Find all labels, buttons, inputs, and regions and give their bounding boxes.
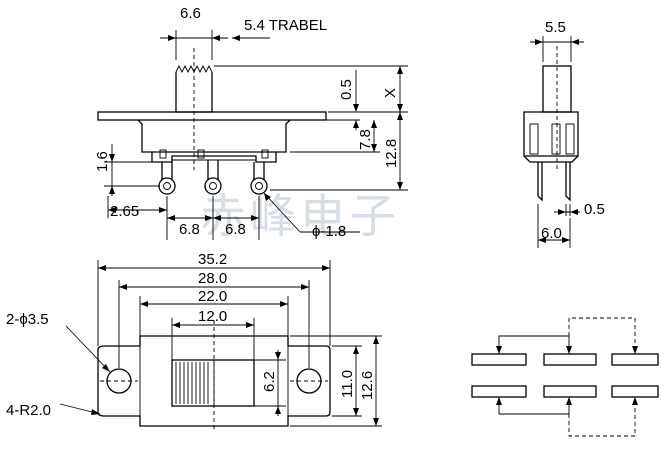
dim-total-height: 12.8 xyxy=(383,139,400,168)
dim-window-length: 12.0 xyxy=(198,308,227,325)
dim-overall-length: 35.2 xyxy=(198,251,227,268)
pad-top-left xyxy=(471,353,527,366)
side-view-dimensions: 5.5 0.5 6.0 xyxy=(530,19,605,248)
front-view-dimensions: 6.6 5.4 TRABEL 0.5 X 7.8 12.8 xyxy=(94,5,408,240)
dim-side-thickness: 0.5 xyxy=(584,201,605,218)
dim-side-pin-span: 6.0 xyxy=(541,225,562,242)
dim-pitch-2: 6.8 xyxy=(225,221,246,238)
dim-side-knob: 5.5 xyxy=(545,19,566,36)
pad-bottom-middle xyxy=(543,385,597,398)
dim-hole: ϕ-1.8 xyxy=(312,223,346,240)
dim-width: 6.6 xyxy=(180,5,201,22)
side-view xyxy=(523,46,579,202)
dim-x: X xyxy=(382,88,399,98)
dim-body-height-bottom: 11.0 xyxy=(339,370,356,398)
dim-total-height-bottom: 12.6 xyxy=(359,371,376,400)
dim-knob-gap: 0.5 xyxy=(338,79,355,100)
dim-body-length: 22.0 xyxy=(198,288,227,305)
dim-pin-height: 1.6 xyxy=(94,151,111,172)
circuit-diagram xyxy=(471,317,659,437)
pad-bottom-right xyxy=(611,385,659,398)
front-view xyxy=(97,48,327,195)
dim-travel: 5.4 TRABEL xyxy=(244,17,327,34)
pad-top-middle xyxy=(543,353,597,366)
dim-body-height: 7.8 xyxy=(357,129,374,150)
bottom-view xyxy=(97,320,331,430)
dim-corner-radius: 4-R2.0 xyxy=(6,402,51,419)
watermark-text: 赤峰电子 xyxy=(200,189,400,243)
dim-holes: 2-ϕ3.5 xyxy=(6,311,49,328)
dim-hole-pitch: 28.0 xyxy=(198,270,227,287)
pad-top-right xyxy=(611,353,659,366)
pad-bottom-left xyxy=(471,385,527,398)
dim-pin-offset: 2.65 xyxy=(110,203,139,220)
dim-pitch-1: 6.8 xyxy=(179,221,200,238)
bottom-view-dimensions: 35.2 28.0 22.0 12.0 2-ϕ3.5 4-R2.0 xyxy=(6,251,382,427)
dim-window-height: 6.2 xyxy=(261,371,278,392)
